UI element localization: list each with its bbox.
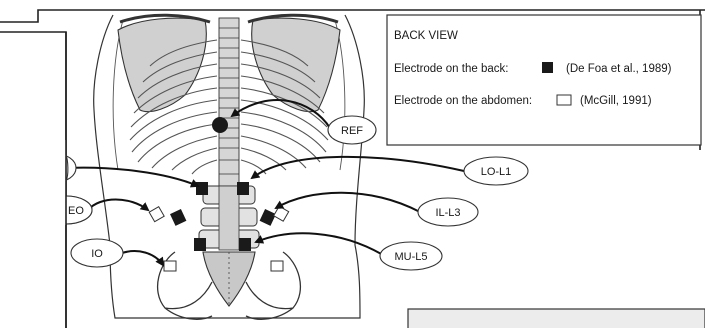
- legend-abdomen-swatch: [557, 95, 571, 105]
- legend-back-source: (De Foa et al., 1989): [566, 63, 672, 75]
- legend-back-swatch: [542, 62, 553, 73]
- eo-left-mask: [0, 195, 66, 225]
- eo-label: EO: [68, 205, 84, 217]
- mu-l5-electrode-left: [194, 238, 206, 251]
- bottom-right-panel: [408, 309, 705, 328]
- legend-abdomen-text: Electrode on the abdomen:: [394, 95, 532, 107]
- lo-l1-label: LO-L1: [481, 166, 512, 178]
- ref-label: REF: [341, 125, 363, 137]
- mu-l5-label: MU-L5: [394, 251, 427, 263]
- io-label: IO: [91, 248, 103, 260]
- legend-abdomen-source: (McGill, 1991): [580, 95, 652, 107]
- lo-l1-electrode-left: [196, 182, 208, 195]
- left-edge-mask: [0, 140, 66, 200]
- io-electrode-left: [164, 261, 176, 271]
- lo-l1-electrode-right: [237, 182, 249, 195]
- mu-l5-electrode-right: [239, 238, 251, 251]
- legend-back-text: Electrode on the back:: [394, 63, 508, 75]
- il-l3-label: IL-L3: [435, 207, 460, 219]
- io-electrode-right: [271, 261, 283, 271]
- legend-title: BACK VIEW: [394, 30, 458, 42]
- legend-box: BACK VIEW Electrode on the back: (De Foa…: [387, 15, 701, 145]
- ref-electrode: [212, 117, 228, 133]
